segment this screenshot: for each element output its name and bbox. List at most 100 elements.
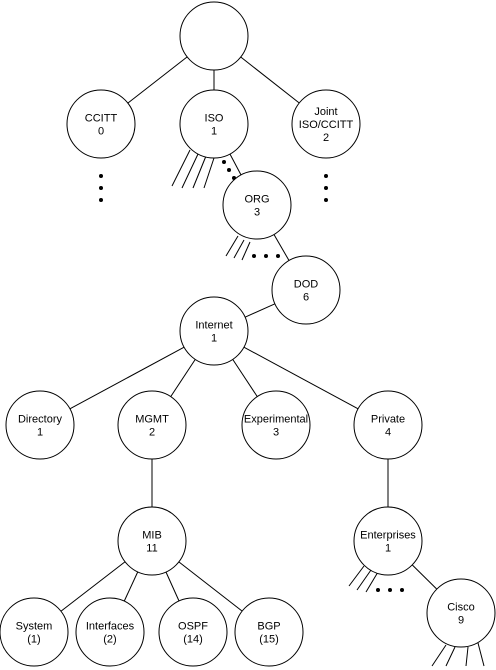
node-label: Interfaces bbox=[86, 621, 135, 633]
tree-edges bbox=[60, 56, 438, 612]
node-number: 6 bbox=[303, 292, 309, 304]
node-label: Experimental bbox=[244, 414, 308, 426]
ellipsis-dot bbox=[276, 254, 280, 258]
ellipsis-dot bbox=[227, 168, 231, 172]
ellipsis-dot bbox=[99, 198, 103, 202]
ellipsis-dot bbox=[252, 254, 256, 258]
node-circle bbox=[271, 255, 341, 325]
edge-internet-private bbox=[243, 346, 359, 410]
edge-mib-interfaces bbox=[123, 571, 139, 602]
node-number: 3 bbox=[254, 207, 260, 219]
node-interfaces: Interfaces(2) bbox=[75, 597, 145, 667]
ellipsis-dot bbox=[376, 588, 380, 592]
node-label: Enterprises bbox=[360, 530, 416, 542]
elided-branch-line bbox=[171, 149, 191, 187]
node-label: ORG bbox=[244, 194, 269, 206]
node-circle bbox=[179, 89, 249, 159]
edge-internet-directory bbox=[69, 346, 185, 410]
node-label: Directory bbox=[18, 414, 63, 426]
node-number: (2) bbox=[103, 634, 116, 646]
elided-branch-line bbox=[348, 565, 365, 587]
node-circle bbox=[179, 1, 249, 71]
node-label: OSPF bbox=[178, 621, 208, 633]
node-bgp: BGP(15) bbox=[234, 597, 304, 667]
node-label: ISO/CCITT bbox=[299, 119, 354, 131]
elided-branch-line bbox=[465, 646, 469, 667]
elided-branches bbox=[99, 149, 485, 667]
edge-internet-mgmt bbox=[170, 359, 196, 397]
node-label: MIB bbox=[142, 530, 162, 542]
node-circle bbox=[158, 597, 228, 667]
node-circle bbox=[241, 390, 311, 460]
node-circle bbox=[117, 506, 187, 576]
node-circle bbox=[179, 296, 249, 366]
node-system: System(1) bbox=[0, 597, 69, 667]
node-circle bbox=[222, 170, 292, 240]
node-circle bbox=[234, 597, 304, 667]
node-number: 11 bbox=[146, 543, 157, 555]
node-label: Joint bbox=[314, 106, 337, 118]
node-number: 9 bbox=[458, 615, 464, 627]
edge-enterprises-cisco bbox=[411, 564, 438, 590]
ellipsis-dot bbox=[222, 160, 226, 164]
node-circle bbox=[66, 89, 136, 159]
node-label: DOD bbox=[294, 279, 319, 291]
elided-branch-line bbox=[192, 155, 207, 189]
ellipsis-dot bbox=[99, 186, 103, 190]
node-circle bbox=[353, 390, 423, 460]
elided-branch-line bbox=[225, 235, 239, 257]
node-label: Private bbox=[371, 414, 405, 426]
edge-mib-ospf bbox=[165, 571, 180, 602]
edge-internet-experimental bbox=[232, 359, 258, 397]
elided-branch-line bbox=[445, 646, 456, 667]
node-circle bbox=[117, 390, 187, 460]
node-number: 2 bbox=[323, 132, 329, 144]
node-label: Cisco bbox=[447, 602, 475, 614]
elided-branch-line bbox=[365, 571, 379, 593]
node-number: 1 bbox=[37, 427, 43, 439]
edge-mib-bgp bbox=[178, 561, 243, 612]
edge-root-joint bbox=[240, 56, 300, 104]
node-circle bbox=[291, 89, 361, 159]
node-label: MGMT bbox=[135, 414, 169, 426]
elided-branch-line bbox=[477, 642, 485, 667]
node-number: 2 bbox=[149, 427, 155, 439]
node-circle bbox=[5, 390, 75, 460]
node-number: 4 bbox=[385, 427, 391, 439]
edge-mib-system bbox=[60, 561, 126, 612]
node-label: Internet bbox=[195, 320, 232, 332]
node-label: System bbox=[16, 621, 53, 633]
node-label: CCITT bbox=[85, 113, 118, 125]
node-circle bbox=[75, 597, 145, 667]
node-number: 1 bbox=[385, 543, 391, 555]
node-label: BGP bbox=[257, 621, 280, 633]
node-circle bbox=[426, 578, 496, 648]
edge-dod-internet bbox=[244, 303, 276, 318]
ellipsis-dot bbox=[400, 588, 404, 592]
node-circle bbox=[353, 506, 423, 576]
ellipsis-dot bbox=[99, 174, 103, 178]
node-number: (1) bbox=[27, 634, 40, 646]
node-number: 3 bbox=[273, 427, 279, 439]
elided-branch-line bbox=[431, 644, 447, 667]
elided-branch-line bbox=[356, 569, 372, 591]
elided-branch-line bbox=[181, 153, 199, 189]
node-circle bbox=[0, 597, 69, 667]
elided-branch-line bbox=[203, 157, 215, 189]
node-number: 0 bbox=[98, 126, 104, 138]
ellipsis-dot bbox=[324, 174, 328, 178]
